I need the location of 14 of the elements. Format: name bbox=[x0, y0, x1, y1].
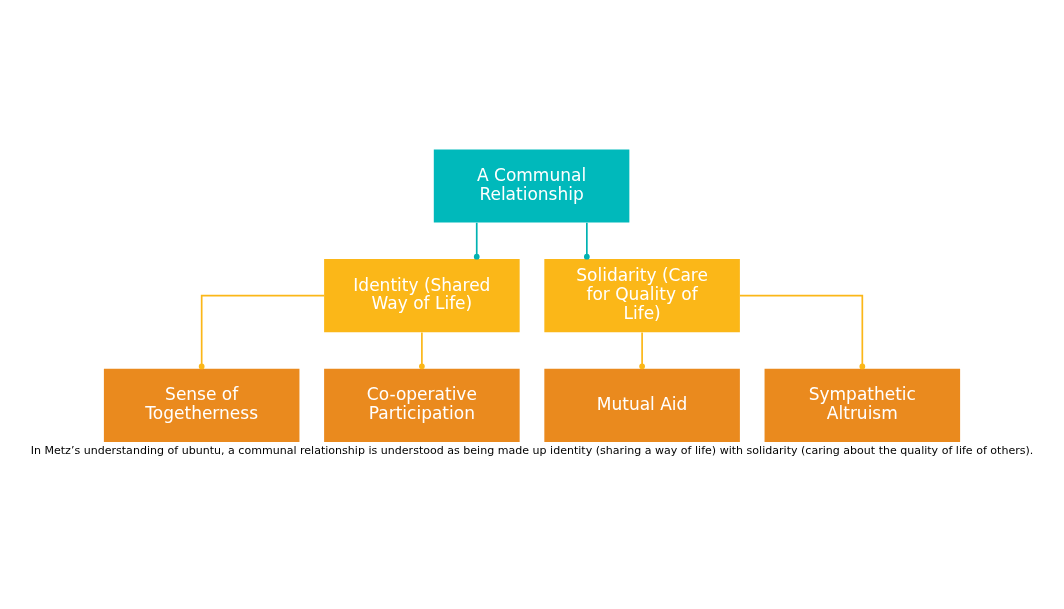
connector bbox=[419, 331, 425, 369]
node-box: Sympathetic Altruism bbox=[764, 368, 961, 442]
connector bbox=[198, 294, 325, 369]
node-box: Identity (Shared Way of Life) bbox=[324, 258, 520, 332]
node-box: Sense of Togetherness bbox=[103, 368, 300, 442]
node-box: Co-operative Participation bbox=[324, 368, 520, 442]
node-box: Mutual Aid bbox=[544, 368, 740, 442]
connector bbox=[473, 221, 480, 260]
connector bbox=[583, 221, 590, 260]
connector bbox=[739, 294, 866, 369]
node-box: A Communal Relationship bbox=[433, 148, 630, 222]
caption: In Metz’s understanding of ubuntu, a communal relationship is understood as being made up identity (sharing a way of life) with solidarity (caring about the quality of life of others). bbox=[30, 443, 1034, 457]
node-box: Solidarity (Care for Quality of Life) bbox=[544, 258, 740, 332]
connector bbox=[639, 331, 645, 369]
